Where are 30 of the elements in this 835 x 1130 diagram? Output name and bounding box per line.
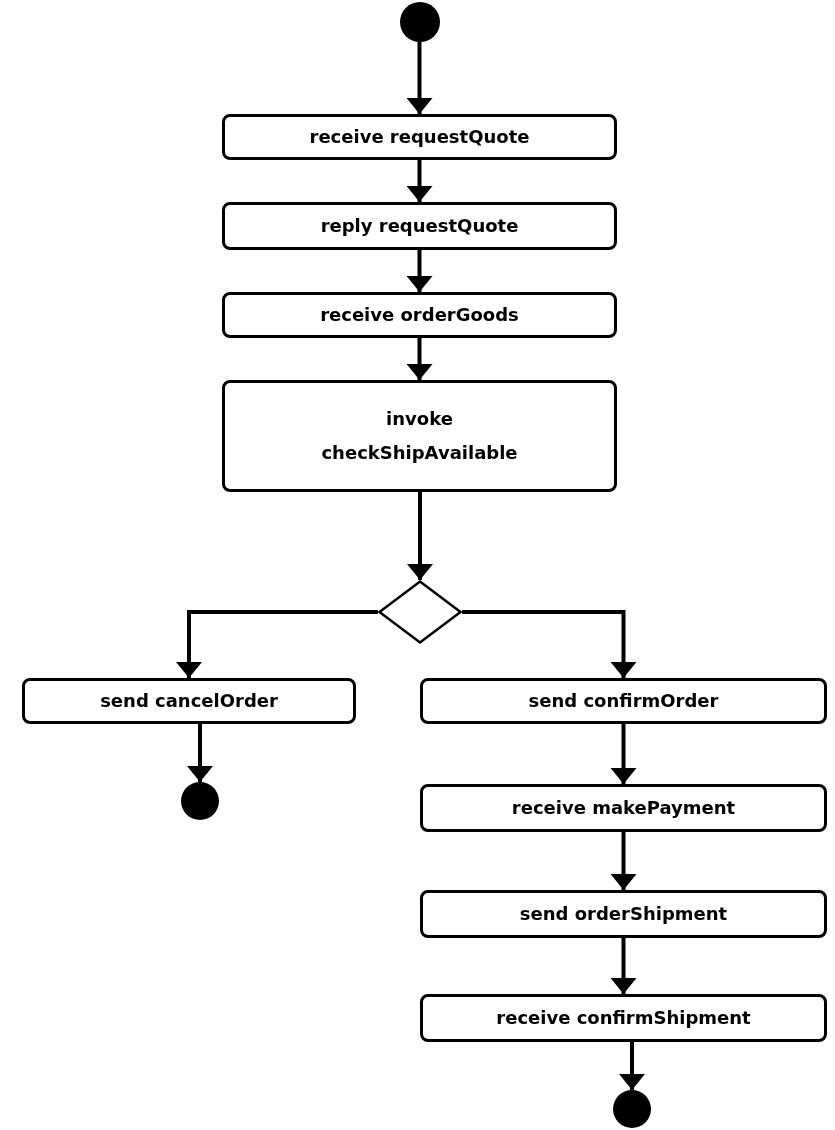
arrow	[619, 1042, 645, 1090]
action-label: send confirmOrder	[528, 688, 719, 713]
action-label: reply requestQuote	[320, 213, 519, 238]
action-box	[420, 994, 827, 1042]
action-label: receive requestQuote	[309, 124, 530, 149]
action-label: send orderShipment	[519, 901, 728, 926]
arrow	[187, 724, 213, 782]
arrow	[610, 832, 637, 890]
arrow	[406, 250, 433, 292]
action-box	[222, 114, 617, 160]
action-box	[222, 380, 617, 492]
action-box	[222, 202, 617, 250]
action-box	[420, 678, 827, 724]
action-box	[222, 292, 617, 338]
action-box	[420, 784, 827, 832]
action-label: receive makePayment	[511, 795, 736, 820]
action-label: send cancelOrder	[100, 688, 278, 713]
arrow	[462, 610, 637, 678]
arrow	[407, 492, 433, 580]
arrow	[406, 42, 433, 114]
arrow	[176, 610, 378, 678]
action-box	[22, 678, 356, 724]
action-label: receive confirmShipment	[496, 1005, 751, 1030]
action-label: invoke checkShipAvailable	[320, 406, 519, 465]
arrow	[610, 724, 637, 784]
arrow	[406, 160, 433, 202]
arrow	[406, 338, 433, 380]
arrow	[610, 938, 637, 994]
action-label: receive orderGoods	[320, 302, 519, 327]
action-box	[420, 890, 827, 938]
